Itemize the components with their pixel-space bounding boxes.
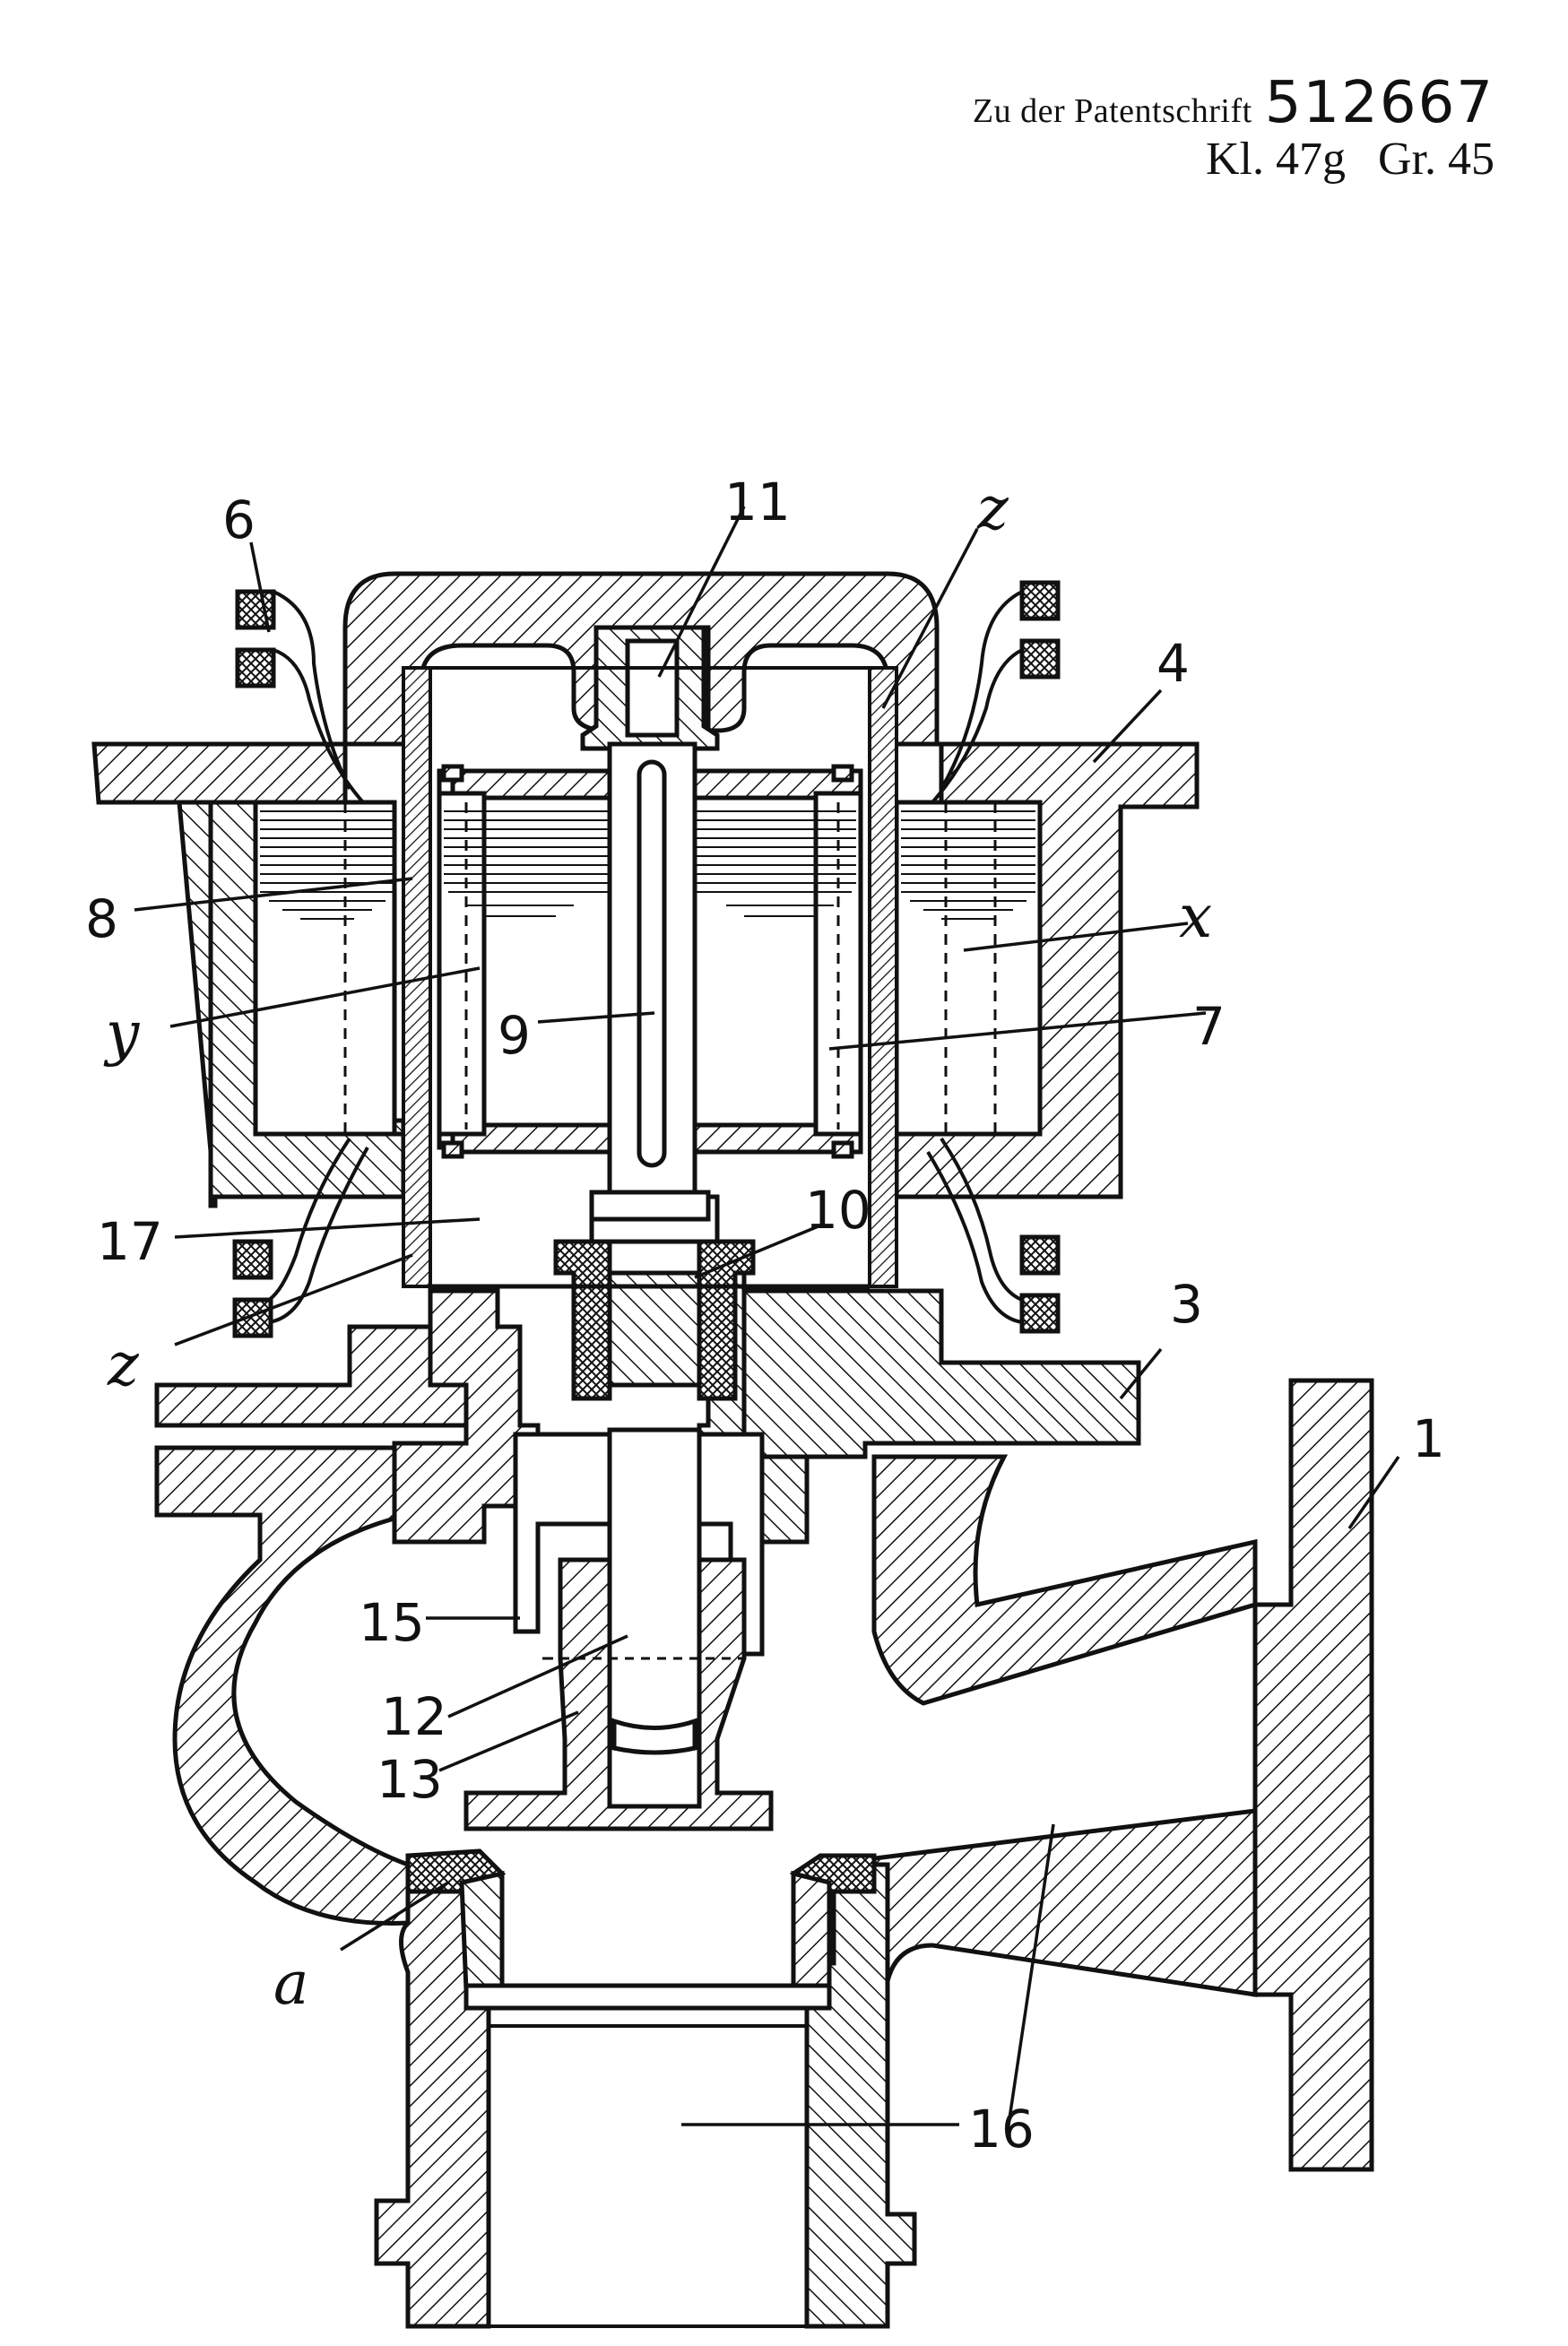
valve-seat: [408, 1851, 874, 2008]
armature: [439, 744, 861, 1219]
label-3: 3: [1170, 1274, 1203, 1335]
label-11: 11: [724, 472, 791, 532]
label-13: 13: [377, 1749, 443, 1810]
label-y: y: [103, 999, 140, 1068]
label-6: 6: [222, 489, 256, 550]
coil-right: [897, 802, 1040, 1134]
label-a: a: [273, 1949, 308, 2018]
label-12: 12: [381, 1686, 447, 1747]
label-z-top: z: [976, 474, 1009, 543]
label-4: 4: [1157, 633, 1190, 694]
label-9: 9: [498, 1005, 531, 1066]
label-8: 8: [85, 888, 118, 949]
label-16-bottom: 16: [968, 2099, 1035, 2160]
label-10: 10: [805, 1180, 871, 1241]
label-15: 15: [359, 1592, 425, 1653]
label-1: 1: [1412, 1408, 1445, 1469]
label-17: 17: [97, 1211, 163, 1272]
label-x: x: [1179, 882, 1212, 951]
label-z-bottom: z: [107, 1330, 140, 1399]
coil-left: [256, 802, 394, 1134]
label-7: 7: [1192, 996, 1226, 1057]
